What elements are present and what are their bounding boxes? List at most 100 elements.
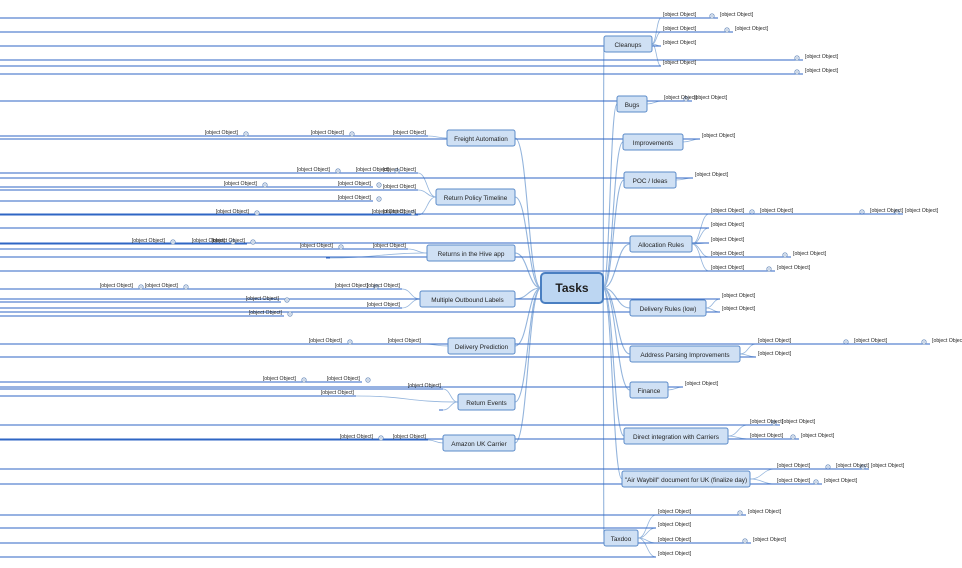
node-label: [object Object] <box>658 522 692 528</box>
topic-amazon-uk-carrier[interactable] <box>442 434 516 452</box>
connector <box>602 141 624 289</box>
connector <box>514 287 542 444</box>
node-label: [object Object] <box>356 167 390 173</box>
connector <box>637 537 657 558</box>
node-label: [object Object] <box>711 208 745 214</box>
node-label: [object Object] <box>246 296 280 302</box>
node-label: [object Object] <box>205 130 239 136</box>
connector <box>602 287 631 391</box>
connector <box>417 172 437 198</box>
node-label: [object Object] <box>663 60 697 66</box>
topic-bugs-label: Bugs <box>625 102 640 109</box>
topic-multiple-outbound-labels[interactable] <box>419 290 516 308</box>
topic-air-waybill-document-for-uk-finalize-day[interactable] <box>621 470 751 488</box>
connector <box>417 189 437 198</box>
topic-freight-automation[interactable] <box>446 129 516 147</box>
node-label: [object Object] <box>340 434 374 440</box>
topic-allocation-rules[interactable] <box>629 235 693 253</box>
connector <box>514 137 542 289</box>
node-label: [object Object] <box>777 463 811 469</box>
node-label: [object Object] <box>372 209 406 215</box>
node-label: [object Object] <box>658 537 692 543</box>
node-label: [object Object] <box>777 265 811 271</box>
node-label: [object Object] <box>750 419 784 425</box>
node-label: [object Object] <box>711 237 745 243</box>
topic-delivery-prediction-label: Delivery Prediction <box>455 344 509 351</box>
topic-return-events[interactable] <box>457 393 516 411</box>
topic-improvements-label: Improvements <box>633 140 674 147</box>
node-label: [object Object] <box>793 251 827 257</box>
connector <box>602 103 618 289</box>
node-label: [object Object] <box>836 463 870 469</box>
node-label: [object Object] <box>722 293 756 299</box>
node-label: [object Object] <box>932 338 962 344</box>
node-label: [object Object] <box>383 167 417 173</box>
connector <box>401 298 421 309</box>
topic-return-policy-timeline-label: Return Policy Timeline <box>444 195 508 202</box>
connector <box>401 288 421 300</box>
topic-address-parsing-improvements[interactable] <box>629 345 741 363</box>
topic-delivery-rules-low[interactable] <box>629 299 707 317</box>
node-label: [object Object] <box>658 551 692 557</box>
topic-direct-integration-with-carriers-label: Direct integration with Carriers <box>633 434 719 441</box>
topic-bugs[interactable] <box>616 95 648 113</box>
node-label: [object Object] <box>367 283 401 289</box>
connector <box>514 287 542 347</box>
topic-taxdoo[interactable] <box>603 529 639 547</box>
node-label: [object Object] <box>750 433 784 439</box>
connector <box>691 243 710 258</box>
connector <box>407 248 428 254</box>
topic-cleanups-label: Cleanups <box>614 42 641 49</box>
topic-return-policy-timeline[interactable] <box>435 188 516 206</box>
connector <box>651 17 662 45</box>
node-label: [object Object] <box>663 12 697 18</box>
topic-freight-automation-label: Freight Automation <box>454 136 508 143</box>
connector <box>602 287 623 480</box>
connector <box>442 401 459 411</box>
connector <box>637 514 657 539</box>
node-label: [object Object] <box>249 310 283 316</box>
topic-direct-integration-with-carriers[interactable] <box>623 427 729 445</box>
topic-allocation-rules-label: Allocation Rules <box>638 242 684 249</box>
connector <box>749 468 776 480</box>
connector <box>427 439 444 444</box>
node-label: [object Object] <box>695 172 729 178</box>
topic-delivery-rules-low-label: Delivery Rules (low) <box>640 306 697 313</box>
topic-returns-in-the-hive-app[interactable] <box>426 244 516 262</box>
connector <box>514 287 542 403</box>
connector <box>602 287 625 437</box>
node-label: [object Object] <box>408 383 442 389</box>
topic-poc-ideas[interactable] <box>623 171 677 189</box>
node-label: [object Object] <box>805 68 839 74</box>
node-label: [object Object] <box>212 238 246 244</box>
center-node[interactable] <box>540 272 604 304</box>
node-label: [object Object] <box>722 306 756 312</box>
topic-improvements[interactable] <box>622 133 684 151</box>
connector <box>602 243 631 289</box>
node-label: [object Object] <box>309 338 343 344</box>
topic-cleanups[interactable] <box>603 35 653 53</box>
connector <box>705 307 721 313</box>
topic-delivery-prediction[interactable] <box>447 337 516 355</box>
topic-finance[interactable] <box>629 381 669 399</box>
connector <box>417 196 437 216</box>
node-label: [object Object] <box>735 26 769 32</box>
node-label: [object Object] <box>664 95 698 101</box>
topic-amazon-uk-carrier-label: Amazon UK Carrier <box>451 441 507 448</box>
node-label: [object Object] <box>782 419 816 425</box>
node-label: [object Object] <box>263 376 297 382</box>
node-label: [object Object] <box>711 251 745 257</box>
connector <box>705 298 721 309</box>
connector <box>355 395 459 403</box>
node-label: [object Object] <box>663 40 697 46</box>
node-label: [object Object] <box>711 222 745 228</box>
connector <box>329 252 428 259</box>
node-label: [object Object] <box>145 283 179 289</box>
node-label: [object Object] <box>777 478 811 484</box>
node-layer <box>419 35 751 547</box>
node-label: [object Object] <box>321 390 355 396</box>
node-label: [object Object] <box>702 133 736 139</box>
